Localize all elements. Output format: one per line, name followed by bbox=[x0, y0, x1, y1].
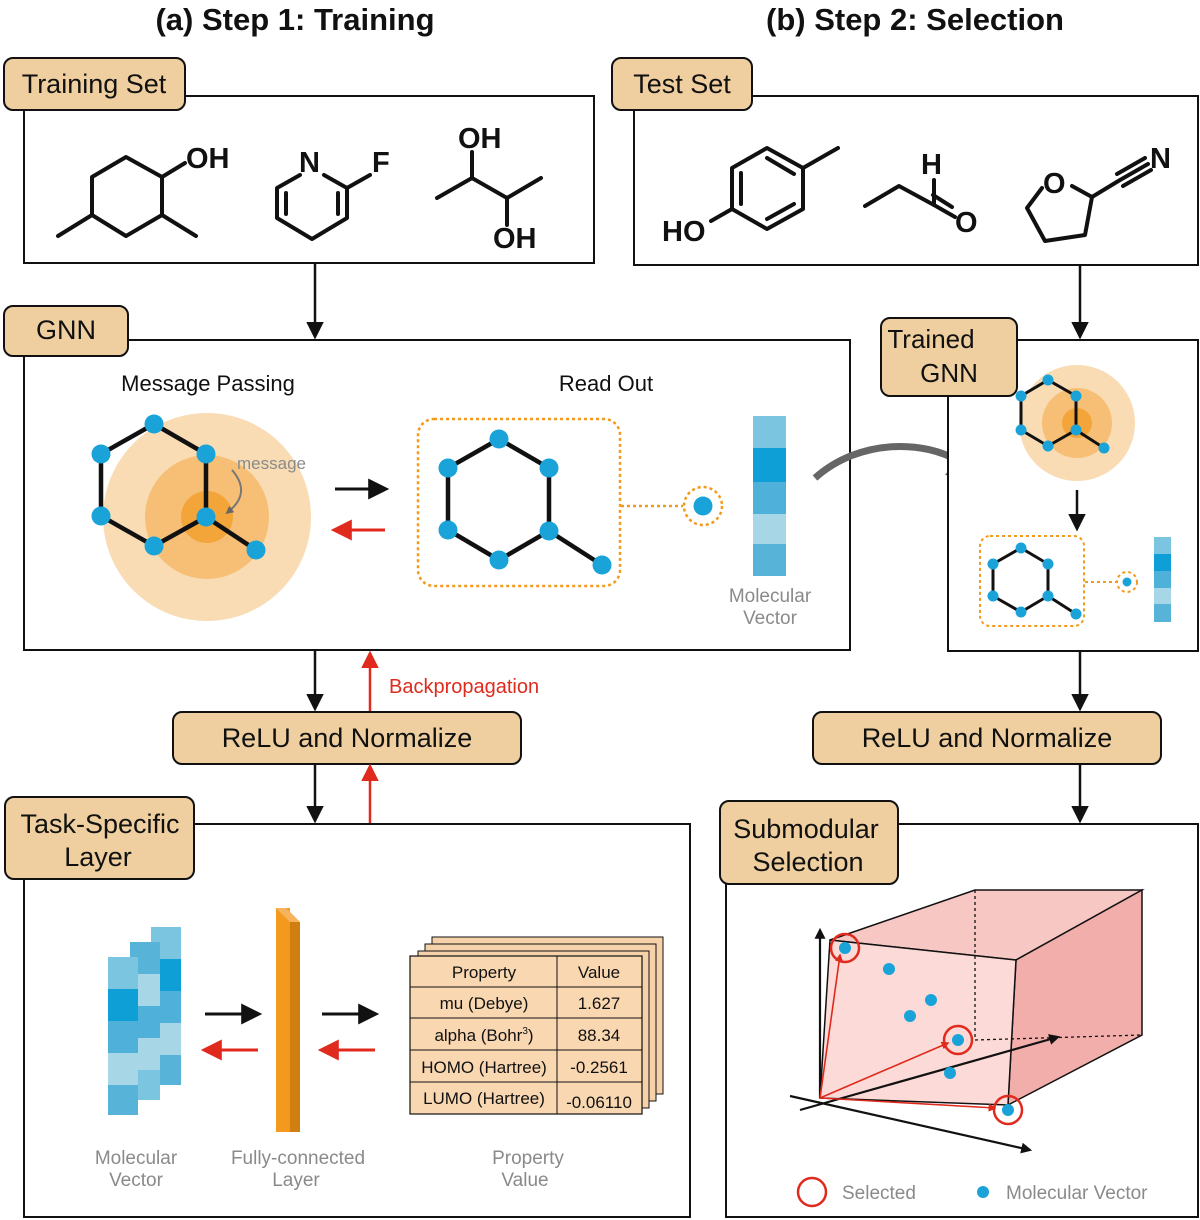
legend-selected-label: Selected bbox=[842, 1183, 916, 1204]
selected-vector-2 bbox=[819, 1041, 950, 1099]
legend-vector-icon bbox=[977, 1186, 989, 1198]
fc-layer-label-1: Fully-connected bbox=[231, 1148, 365, 1169]
selected-vector-1 bbox=[819, 953, 844, 1099]
atom-n: N bbox=[299, 147, 320, 179]
read-out-label: Read Out bbox=[559, 371, 653, 396]
test-set-label: Test Set bbox=[633, 69, 731, 99]
table-cell-property: mu (Debye) bbox=[440, 994, 529, 1013]
selected-vector-3 bbox=[819, 1097, 997, 1112]
training-molecule-2: N F bbox=[275, 147, 390, 241]
selected-ring bbox=[829, 932, 861, 964]
backprop-label: Backpropagation bbox=[389, 676, 539, 698]
table-cell-property: LUMO (Hartree) bbox=[423, 1089, 545, 1108]
stacked-molecular-vectors bbox=[108, 927, 181, 1115]
atom-ho: HO bbox=[662, 216, 706, 248]
molecular-vector-label-2: Vector bbox=[743, 608, 798, 629]
task-specific-label-1: Task-Specific bbox=[20, 809, 179, 839]
submodular-box: Submodular Selection Selec bbox=[719, 800, 1199, 1218]
training-set-label: Training Set bbox=[22, 69, 167, 99]
gnn-label: GNN bbox=[36, 315, 96, 345]
trained-gnn-label-1: Trained bbox=[887, 324, 974, 354]
message-label: message bbox=[237, 454, 306, 473]
legend-vector-label: Molecular Vector bbox=[1006, 1183, 1148, 1204]
table-cell-property: alpha (Bohr3) bbox=[434, 1026, 533, 1045]
task-mv-label-1: Molecular bbox=[95, 1148, 178, 1169]
vector-point bbox=[944, 1067, 956, 1079]
table-cell-value: 88.34 bbox=[578, 1026, 621, 1045]
submodular-label-1: Submodular bbox=[733, 814, 879, 844]
table-header-value: Value bbox=[578, 963, 620, 982]
submodular-tag bbox=[719, 800, 899, 885]
table-cell-value: -0.06110 bbox=[566, 1093, 632, 1112]
task-specific-tag bbox=[4, 796, 195, 880]
transfer-arrow bbox=[812, 442, 962, 481]
training-set-tag bbox=[3, 57, 186, 111]
selected-ring bbox=[942, 1024, 974, 1056]
atom-f: F bbox=[372, 147, 390, 179]
task-specific-label-2: Layer bbox=[64, 842, 132, 872]
relu-left-tag bbox=[172, 711, 522, 765]
test-set-tag bbox=[611, 57, 753, 111]
vector-point bbox=[904, 1010, 916, 1022]
atom-n-nitrile: N bbox=[1150, 143, 1171, 175]
vector-point bbox=[839, 942, 851, 954]
fully-connected-layer bbox=[276, 908, 300, 1132]
trained-gnn-tag bbox=[880, 317, 1018, 397]
property-value-label-2: Value bbox=[501, 1170, 548, 1191]
property-table: Property Value mu (Debye) 1.627 alpha (B… bbox=[409, 936, 664, 1115]
axis-x bbox=[789, 1094, 1033, 1154]
message-passing-graph: message bbox=[91, 413, 311, 621]
read-out-graph bbox=[416, 417, 724, 588]
training-molecule-1: OH bbox=[56, 143, 230, 238]
molecular-vector-bar bbox=[753, 416, 786, 576]
table-cell-value: -0.2561 bbox=[570, 1058, 628, 1077]
fc-layer-label-2: Layer bbox=[272, 1170, 320, 1191]
test-molecule-3: O N bbox=[1025, 143, 1171, 243]
atom-o-ring: O bbox=[1043, 168, 1066, 200]
message-passing-label: Message Passing bbox=[121, 371, 295, 396]
gnn-box: GNN Message Passing Read Out message bbox=[3, 305, 851, 651]
trained-gnn-label-2: GNN bbox=[920, 358, 978, 388]
test-molecule-2: H O bbox=[863, 149, 978, 239]
vector-point bbox=[883, 963, 895, 975]
atom-oh: OH bbox=[186, 143, 230, 175]
trained-vector-bar bbox=[1154, 537, 1171, 622]
trained-read-out bbox=[979, 535, 1138, 627]
property-value-label-1: Property bbox=[492, 1148, 564, 1169]
table-header-property: Property bbox=[452, 963, 517, 982]
relu-right-label: ReLU and Normalize bbox=[862, 723, 1113, 753]
legend-selected-icon bbox=[796, 1176, 828, 1208]
axis-z bbox=[799, 1034, 1061, 1112]
panel-a-title: (a) Step 1: Training bbox=[155, 2, 434, 37]
trained-message-passing bbox=[1015, 365, 1135, 481]
panel-b-title: (b) Step 2: Selection bbox=[766, 2, 1064, 37]
selected-ring bbox=[992, 1094, 1024, 1126]
atom-o: O bbox=[955, 207, 978, 239]
task-mv-label-2: Vector bbox=[109, 1170, 164, 1191]
test-set-box: Test Set HO H O O N bbox=[611, 57, 1199, 266]
table-cell-property: HOMO (Hartree) bbox=[421, 1058, 547, 1077]
training-set-box: Training Set OH N F OH OH bbox=[3, 57, 595, 264]
atom-h: H bbox=[921, 149, 942, 181]
vector-point bbox=[925, 994, 937, 1006]
submodular-label-2: Selection bbox=[752, 847, 863, 877]
relu-left-label: ReLU and Normalize bbox=[222, 723, 473, 753]
vector-point bbox=[952, 1034, 964, 1046]
test-molecule-1: HO bbox=[662, 146, 840, 248]
vector-point bbox=[1002, 1104, 1014, 1116]
gnn-tag bbox=[3, 305, 129, 357]
atom-oh-bottom: OH bbox=[493, 223, 537, 255]
atom-oh-top: OH bbox=[458, 123, 502, 155]
trained-gnn-box: Trained GNN bbox=[880, 317, 1199, 652]
task-specific-box: Task-Specific Layer bbox=[4, 796, 691, 1218]
table-cell-value: 1.627 bbox=[578, 994, 621, 1013]
relu-right-tag bbox=[812, 711, 1162, 765]
training-molecule-3: OH OH bbox=[435, 123, 543, 255]
molecular-vector-label-1: Molecular bbox=[729, 586, 812, 607]
